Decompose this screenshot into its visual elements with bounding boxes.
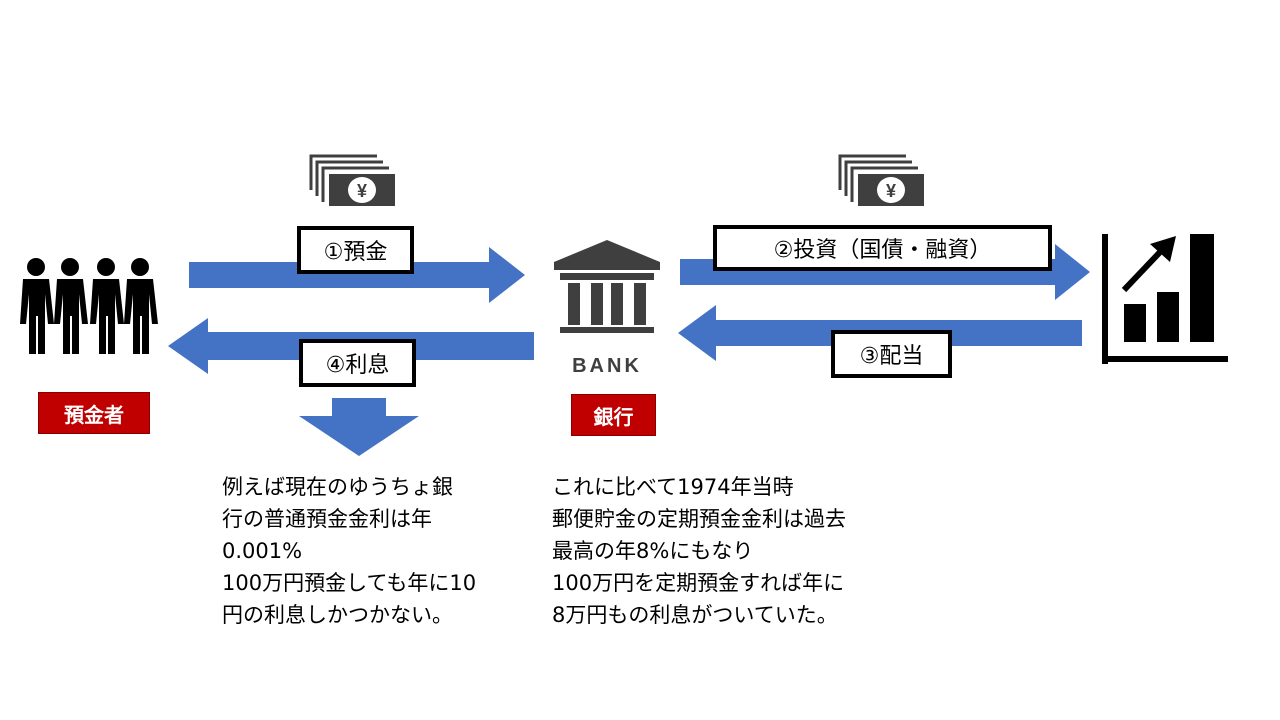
money-icon-right: ¥ <box>838 154 924 206</box>
note-line: 行の普通預金金利は年 <box>222 507 432 531</box>
arrow-down <box>299 398 419 456</box>
note-line: 円の利息しかつかない。 <box>222 603 453 627</box>
interest-label: ④利息 <box>299 339 416 387</box>
note-line: 100万円を定期預金すれば年に <box>552 571 845 595</box>
note-line: 0.001% <box>222 539 303 563</box>
note-current: 例えば現在のゆうちょ銀 行の普通預金金利は年 0.001% 100万円預金しても… <box>222 471 476 631</box>
note-line: 郵便貯金の定期預金金利は過去 <box>552 507 846 531</box>
invest-label: ②投資（国債・融資） <box>713 225 1052 271</box>
arrow-invest <box>680 244 1090 300</box>
yen-symbol: ¥ <box>886 181 896 201</box>
deposit-label: ①預金 <box>297 226 414 274</box>
note-line: これに比べて1974年当時 <box>552 475 794 499</box>
arrow-deposit <box>189 247 525 303</box>
dividend-label: ③配当 <box>831 330 952 378</box>
depositor-label: 預金者 <box>38 392 150 434</box>
bank-sign: BANK <box>572 355 642 377</box>
money-icon-left: ¥ <box>309 154 395 206</box>
people-icon <box>20 258 158 354</box>
note-line: 最高の年8%にもなり <box>552 539 754 563</box>
bank-label: 銀行 <box>571 394 656 436</box>
yen-symbol: ¥ <box>357 181 367 201</box>
note-past: これに比べて1974年当時 郵便貯金の定期預金金利は過去 最高の年8%にもなり … <box>552 471 846 631</box>
bank-icon <box>554 240 660 333</box>
note-line: 8万円もの利息がついていた。 <box>552 603 838 627</box>
note-line: 100万円預金しても年に10 <box>222 571 477 595</box>
note-line: 例えば現在のゆうちょ銀 <box>222 475 453 499</box>
growth-chart-icon <box>1102 234 1228 364</box>
